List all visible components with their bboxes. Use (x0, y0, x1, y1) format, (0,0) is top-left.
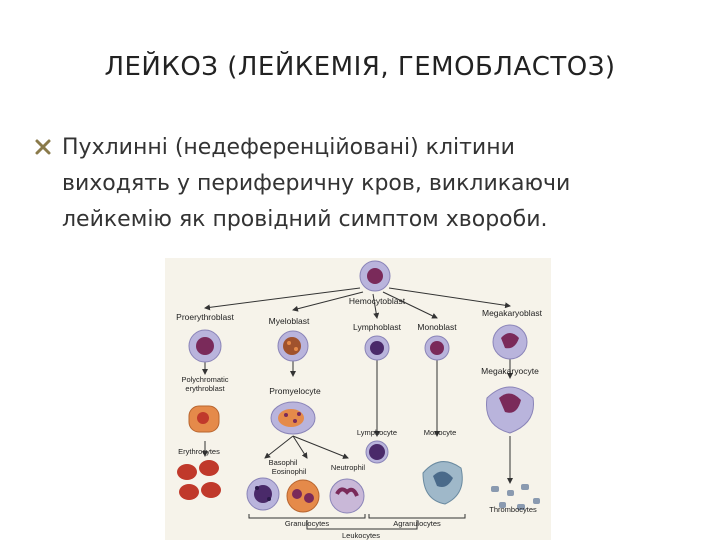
lineage-arrows (202, 287, 513, 484)
label-monocyte: Monocyte (424, 428, 457, 437)
monocyte-cell (422, 461, 463, 505)
erythrocytes-cells (177, 460, 221, 500)
bullet-text: Пухлинні (недеференційовані) клітини вих… (62, 130, 684, 238)
neutrophil-cell (329, 478, 365, 514)
label-monoblast: Monoblast (417, 322, 457, 332)
label-granulocytes: Granulocytes (285, 519, 329, 528)
monoblast-cell (424, 335, 450, 361)
label-myeloblast: Myeloblast (269, 316, 310, 326)
diagram-svg: Hemocytoblast Proerythroblast Myeloblast… (176, 260, 543, 540)
megakaryocyte-cell (485, 386, 535, 434)
label-megakaryocyte: Megakaryocyte (481, 366, 539, 376)
hemocytoblast-cell (359, 260, 391, 292)
label-lymphoblast: Lymphoblast (353, 322, 402, 332)
label-leukocytes: Leukocytes (342, 531, 380, 540)
label-hemocytoblast: Hemocytoblast (349, 296, 406, 306)
bullet-item: Пухлинні (недеференційовані) клітини вих… (34, 130, 684, 238)
label-polychromatic-2: erythroblast (185, 384, 225, 393)
lymphoblast-cell (364, 335, 390, 361)
thrombocytes-cells (491, 484, 540, 510)
label-agranulocytes: Agranulocytes (393, 519, 441, 528)
bullet-line-3: лейкемію як провідний симптом хвороби. (62, 207, 548, 232)
label-promyelocyte: Promyelocyte (269, 386, 321, 396)
eosinophil-cell (286, 479, 320, 513)
megakaryoblast-cell (492, 324, 528, 360)
myeloblast-cell (277, 330, 309, 362)
bullet-line-1: Пухлинні (недеференційовані) клітини (62, 135, 515, 160)
label-neutrophil: Neutrophil (331, 463, 366, 472)
polychromatic-erythroblast-cell (188, 405, 220, 433)
label-basophil: Basophil (269, 458, 298, 467)
label-eosinophil: Eosinophil (272, 467, 307, 476)
label-thrombocytes: Thrombocytes (489, 505, 537, 514)
hematopoiesis-diagram: Hemocytoblast Proerythroblast Myeloblast… (165, 258, 551, 540)
group-brackets (248, 514, 466, 530)
label-lymphocyte: Lymphocyte (357, 428, 397, 437)
label-polychromatic-1: Polychromatic (181, 375, 228, 384)
basophil-cell (246, 477, 280, 511)
label-proerythroblast: Proerythroblast (176, 312, 234, 322)
proerythroblast-cell (188, 329, 222, 363)
slide-title: ЛЕЙКОЗ (ЛЕЙКЕМІЯ, ГЕМОБЛАСТОЗ) (104, 52, 616, 82)
bullet-line-2: виходять у периферичну кров, викликаючи (62, 171, 571, 196)
label-megakaryoblast: Megakaryoblast (482, 308, 543, 318)
promyelocyte-cell (270, 401, 316, 435)
lymphocyte-cell (365, 440, 389, 464)
label-erythrocytes: Erythrocytes (178, 447, 220, 456)
x-mark-icon (35, 139, 51, 155)
